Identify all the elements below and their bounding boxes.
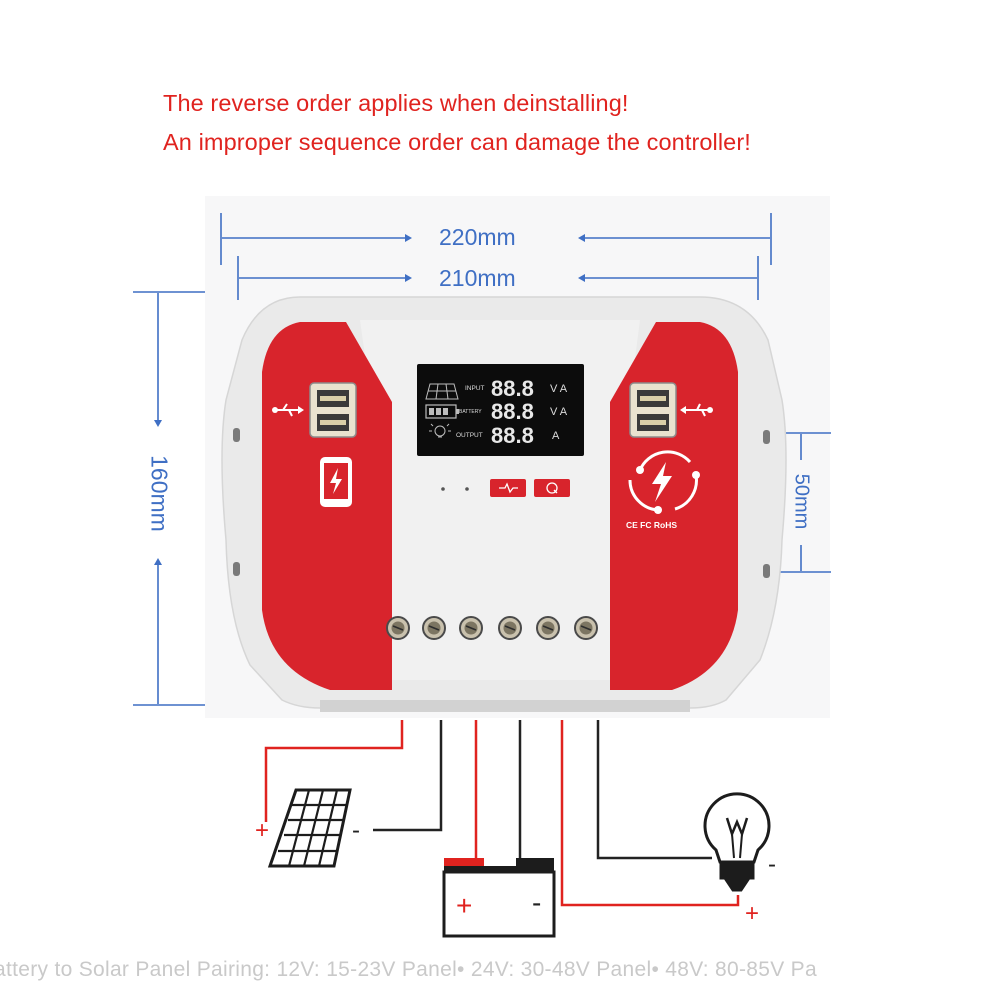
lcd-input-label: INPUT <box>465 385 485 392</box>
lcd-output-digits: 88.8 <box>491 423 534 448</box>
dimension-160 <box>133 291 205 706</box>
wiring <box>264 720 740 907</box>
phone-charging-icon <box>320 457 352 507</box>
usb-ports-right <box>629 382 677 438</box>
lcd-output-label: OUTPUT <box>456 432 483 439</box>
dimension-220 <box>220 213 772 265</box>
terminal-screw-6 <box>574 616 598 640</box>
battery-icon <box>442 858 556 938</box>
terminal-screw-5 <box>536 616 560 640</box>
terminal-screw-4 <box>498 616 522 640</box>
lcd-battery-digits: 88.8 <box>491 399 534 424</box>
indicator-led-1 <box>441 487 445 491</box>
warning-line-2: An improper sequence order can damage th… <box>163 129 751 155</box>
battery-plus-label: + <box>456 890 472 921</box>
dimension-220-label: 220mm <box>439 224 516 250</box>
terminal-screw-1 <box>386 616 410 640</box>
bottom-caption: attery to Solar Panel Pairing: 12V: 15-2… <box>0 958 817 981</box>
lcd-battery-unit: V A <box>550 406 568 418</box>
lcd-battery-label: BATTERY <box>459 409 482 415</box>
lcd-output-unit: A <box>552 430 560 442</box>
terminal-screw-3 <box>459 616 483 640</box>
lcd-input-unit: V A <box>550 383 568 395</box>
load-minus-label: - <box>768 851 776 878</box>
battery-minus-label: - <box>532 887 541 918</box>
dimension-210 <box>237 256 759 300</box>
usb-ports-left <box>309 382 357 438</box>
terminal-screw-2 <box>422 616 446 640</box>
load-plus-label: + <box>745 900 759 927</box>
usb-icon-right <box>680 403 713 417</box>
lcd-bulb-icon <box>429 423 451 438</box>
right-red-panel <box>610 322 738 690</box>
solar-plus-label: + <box>255 817 269 844</box>
lcd-solar-icon <box>425 383 459 400</box>
lcd-display: INPUT BATTERY OUTPUT 88.8 88.8 88.8 V A … <box>417 364 584 456</box>
certification-marks: CE FC RoHS <box>626 520 677 530</box>
dimension-160-label: 160mm <box>146 455 173 532</box>
warning-line-1: The reverse order applies when deinstall… <box>163 90 629 116</box>
energy-cycle-logo <box>628 450 700 514</box>
controller-body <box>221 296 787 712</box>
lcd-battery-icon <box>425 404 459 419</box>
usb-icon-left <box>272 403 304 417</box>
indicator-led-2 <box>465 487 469 491</box>
light-bulb-icon <box>703 792 771 892</box>
terminal-block <box>386 616 598 640</box>
dimension-50-label: 50mm <box>790 473 813 530</box>
mode-button[interactable] <box>490 479 526 497</box>
dimension-210-label: 210mm <box>439 265 516 291</box>
solar-panel-icon <box>267 788 352 868</box>
set-button[interactable] <box>534 479 570 497</box>
solar-minus-label: - <box>352 817 360 844</box>
lcd-input-digits: 88.8 <box>491 376 534 401</box>
